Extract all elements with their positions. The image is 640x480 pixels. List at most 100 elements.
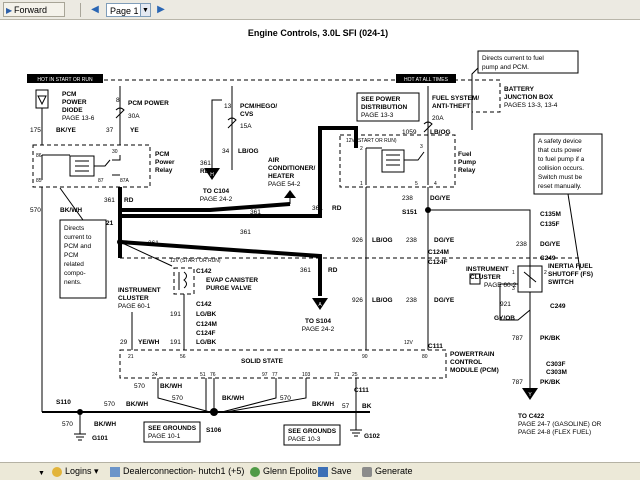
wiring-diagram: .ln{stroke:#000;stroke-width:1;fill:none…: [27, 28, 603, 446]
wire-570-e: 570: [104, 401, 115, 408]
wire-361-g: 361: [300, 267, 311, 274]
hot-run-badge: [27, 74, 103, 83]
svg-text:Fuel: Fuel: [458, 151, 472, 158]
wire-926-a: 926: [352, 237, 363, 244]
svg-text:ANTI-THEFT: ANTI-THEFT: [432, 103, 470, 110]
wire-921: 921: [500, 301, 511, 308]
wire-bkwh-2: BK/WH: [160, 383, 182, 390]
svg-text:PCM: PCM: [62, 91, 76, 98]
viewer-toolbar: ▶ Forward ◀ Page 1 ▼ ▶: [0, 0, 640, 20]
svg-text:DIODE: DIODE: [62, 107, 83, 114]
svg-text:collision occurs.: collision occurs.: [538, 165, 584, 172]
svg-text:PAGE 60-1: PAGE 60-1: [118, 303, 151, 310]
conn-c124f-2: C124F: [428, 259, 448, 266]
wire-34: 34: [222, 148, 230, 155]
browser-toolbar: ▼ Logins ▾ Dealerconnection- hutch1 (+5)…: [0, 462, 640, 480]
pcm-hego-label: PCM/HEGO/ CVS: [240, 103, 277, 118]
svg-text:30: 30: [112, 149, 118, 155]
fuse-15a-symbol: [227, 117, 237, 129]
splice-s121-dot: [117, 239, 123, 245]
dealer-connection-button[interactable]: Dealerconnection- hutch1 (+5): [110, 465, 244, 478]
wire-238-b: 238: [406, 237, 417, 244]
see-power-distribution: SEE POWER DISTRIBUTION PAGE 13-3: [356, 92, 420, 122]
evap-canister-purge-valve: C142 EVAP CANISTER PURGE VALVE: [173, 267, 258, 295]
wire-bkye: BK/YE: [56, 127, 77, 134]
svg-text:SEE GROUNDS: SEE GROUNDS: [288, 428, 337, 435]
rd-bus-2: [120, 126, 358, 218]
wire-bkwh-3: BK/WH: [222, 395, 244, 402]
previous-page-icon[interactable]: ◀: [91, 4, 99, 15]
svg-text:HEATER: HEATER: [268, 173, 295, 180]
wire-bkwh-6: BK/WH: [94, 421, 116, 428]
wire-rd-4: RD: [328, 267, 338, 274]
forward-button[interactable]: ▶ Forward: [3, 2, 65, 17]
wire-dgye-5: DG/YE: [434, 297, 455, 304]
pcm-ground-wires: [157, 378, 357, 430]
svg-text:TO C104: TO C104: [203, 188, 230, 195]
svg-text:INSTRUMENT: INSTRUMENT: [118, 287, 161, 294]
toolbar-separator: [80, 3, 81, 17]
instrument-cluster-1: INSTRUMENT CLUSTER PAGE 60-1: [118, 287, 161, 350]
dropdown-toggle[interactable]: ▼: [38, 465, 49, 478]
svg-text:MODULE (PCM): MODULE (PCM): [450, 367, 499, 374]
fuel-pump-relay: 12V (START OR RUN) 2 3 1 5 4 Fuel Pump R…: [339, 134, 476, 188]
pin-13: 13: [224, 103, 232, 110]
wire-lbog-3: LB/OG: [372, 237, 393, 244]
next-page-icon[interactable]: ▶: [157, 4, 165, 15]
wire-191-b: 191: [170, 339, 181, 346]
svg-text:Y: Y: [528, 392, 532, 398]
svg-text:12V: 12V: [404, 340, 414, 346]
svg-text:H: H: [210, 172, 214, 178]
svg-text:reset manually.: reset manually.: [538, 183, 582, 190]
bjb-label: BATTERY JUNCTION BOX PAGES 13-3, 13-4: [504, 86, 558, 109]
hot-run-text: HOT IN START OR RUN: [37, 77, 93, 83]
wire-rd-1: RD: [124, 197, 134, 204]
svg-text:compo-: compo-: [64, 270, 86, 277]
svg-text:CLUSTER: CLUSTER: [470, 274, 501, 281]
hot-all-badge: [396, 74, 456, 83]
to-c104-label: TO C104 PAGE 24-2: [200, 188, 233, 203]
svg-text:BATTERY: BATTERY: [504, 86, 535, 93]
wire-175: 175: [30, 127, 41, 134]
wire-570-d: 570: [280, 395, 291, 402]
svg-text:CLUSTER: CLUSTER: [118, 295, 149, 302]
wire-361-f: 361: [148, 240, 159, 247]
svg-text:CONTROL: CONTROL: [450, 359, 482, 366]
generate-button[interactable]: Generate: [362, 465, 413, 478]
splice-s106-dot: [210, 408, 218, 416]
svg-text:PAGE 54-2: PAGE 54-2: [268, 181, 301, 188]
wire-ye: YE: [130, 127, 139, 134]
svg-text:CONDITIONER/: CONDITIONER/: [268, 165, 316, 172]
callout-pcm: Directs current to PCM and PCM related c…: [59, 187, 107, 299]
logins-button[interactable]: Logins ▾: [52, 465, 99, 478]
wire-dgye-2: DG/YE: [434, 237, 455, 244]
ground-g102-icon: [350, 429, 362, 437]
wire-238-a: 238: [402, 195, 413, 202]
wire-lgbk-2: LG/BK: [196, 339, 217, 346]
chevron-down-icon[interactable]: ▼: [140, 3, 151, 17]
svg-text:Pump: Pump: [458, 159, 476, 166]
splice-s110: S110: [56, 399, 71, 406]
see-grounds-2: SEE GROUNDS PAGE 10-3: [283, 424, 341, 446]
svg-text:related: related: [64, 261, 84, 268]
svg-text:A: A: [318, 302, 322, 308]
svg-text:TO C422: TO C422: [518, 413, 545, 420]
svg-text:87A: 87A: [120, 178, 130, 184]
splice-s151: S151: [402, 209, 418, 216]
svg-text:85: 85: [36, 178, 42, 184]
c104-wire: [211, 99, 222, 170]
wire-dgye-1: DG/YE: [430, 195, 451, 202]
svg-text:JUNCTION BOX: JUNCTION BOX: [504, 94, 554, 101]
save-button[interactable]: Save: [318, 465, 352, 478]
wire-bkwh-1: BK/WH: [60, 207, 82, 214]
svg-text:90: 90: [362, 354, 368, 360]
to-c422-label: TO C422 PAGE 24-7 (GASOLINE) OR PAGE 24-…: [518, 413, 602, 436]
diagram-title: Engine Controls, 3.0L SFI (024-1): [248, 28, 388, 38]
svg-text:24: 24: [152, 372, 158, 378]
svg-text:97: 97: [262, 372, 268, 378]
ground-g101: G101: [92, 435, 108, 442]
glenn-epolito-button[interactable]: Glenn Epolito: [250, 465, 317, 478]
ac-arrow-icon: [284, 190, 296, 198]
svg-text:12V (START OR RUN): 12V (START OR RUN): [346, 138, 397, 144]
wire-bkwh-4: BK/WH: [312, 401, 334, 408]
